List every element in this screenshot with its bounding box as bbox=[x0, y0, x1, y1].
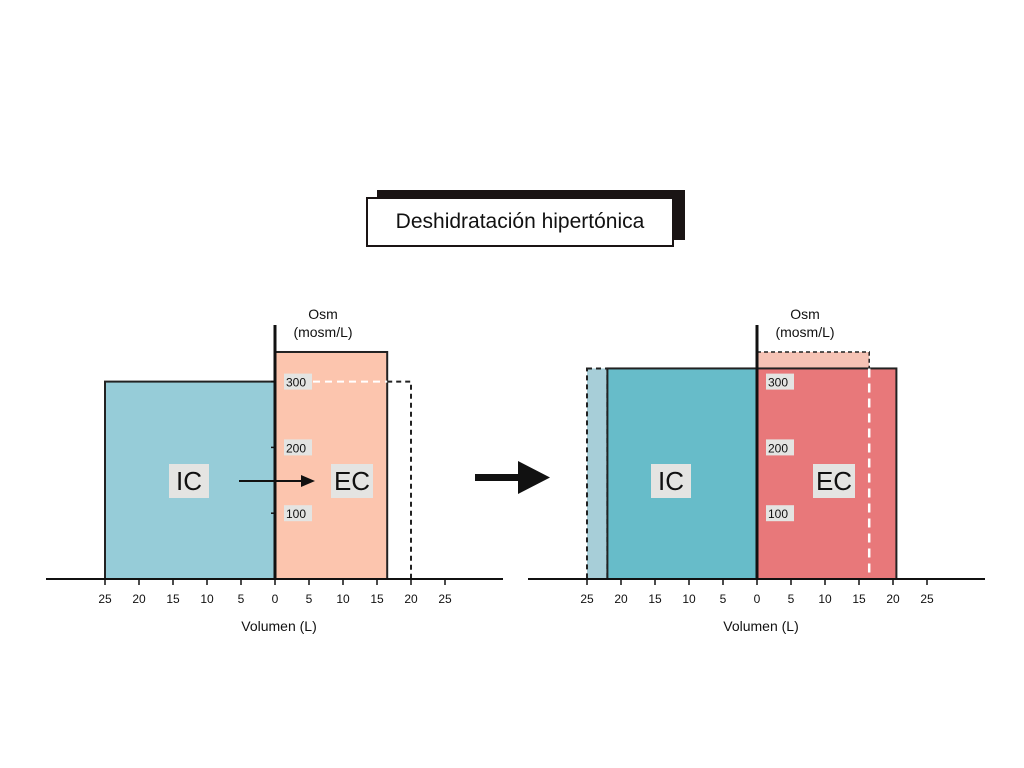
panel1-y-axis-unit: (mosm/L) bbox=[293, 324, 352, 340]
panel2-x-tick-label: 15 bbox=[852, 592, 866, 606]
panel1-x-tick-label: 10 bbox=[200, 592, 214, 606]
panel2-y-axis-label: Osm bbox=[790, 306, 820, 322]
panel2-y-tick-label-box bbox=[766, 505, 794, 522]
panel1-x-tick-label: 10 bbox=[336, 592, 350, 606]
panel1-x-axis-label: Volumen (L) bbox=[241, 618, 316, 634]
panel2-y-tick-label-box bbox=[766, 439, 794, 456]
panel1-x-tick-label: 15 bbox=[166, 592, 180, 606]
panel1-ic-label-box bbox=[169, 464, 209, 498]
panel1-x-tick-label: 15 bbox=[370, 592, 384, 606]
right-arrow-icon bbox=[518, 461, 550, 494]
panel2-ic-label-box bbox=[651, 464, 691, 498]
panel2-y-tick-label-box bbox=[766, 373, 794, 390]
panel2-x-tick-label: 5 bbox=[788, 592, 795, 606]
panel1-y-tick-label: 300 bbox=[286, 376, 306, 390]
panel1-ec-label-box bbox=[331, 464, 373, 498]
panel2-ec-label-box bbox=[813, 464, 855, 498]
panel2-y-tick-label: 300 bbox=[768, 376, 788, 390]
panel2-x-tick-label: 25 bbox=[920, 592, 934, 606]
panel1-y-tick-label-box bbox=[284, 505, 312, 522]
panel1-x-tick-label: 20 bbox=[404, 592, 418, 606]
panel2-x-tick-label: 5 bbox=[720, 592, 727, 606]
panel1-x-tick-label: 20 bbox=[132, 592, 146, 606]
panel1-x-tick-label: 0 bbox=[272, 592, 279, 606]
transition-arrow-shaft bbox=[475, 474, 523, 481]
panel1-shift-arrow-icon bbox=[301, 475, 315, 487]
panel1-x-tick-label: 5 bbox=[238, 592, 245, 606]
panel1-ec-label: EC bbox=[334, 466, 370, 496]
panel2-x-tick-label: 0 bbox=[754, 592, 761, 606]
panel2-x-tick-label: 10 bbox=[818, 592, 832, 606]
panel1-x-tick-label: 25 bbox=[438, 592, 452, 606]
panel2-y-tick-label: 200 bbox=[768, 441, 788, 455]
panel1-y-tick-label-box bbox=[284, 373, 312, 390]
panel2-y-tick-label: 100 bbox=[768, 507, 788, 521]
page-title: Deshidratación hipertónica bbox=[366, 197, 674, 247]
panel2-previous-ic-outline bbox=[586, 367, 609, 580]
panel1-y-tick-label: 200 bbox=[286, 441, 306, 455]
panel2-x-tick-label: 20 bbox=[886, 592, 900, 606]
panel1-y-tick-label: 100 bbox=[286, 507, 306, 521]
panel2-x-axis-label: Volumen (L) bbox=[723, 618, 798, 634]
panel2-ic-label: IC bbox=[658, 466, 684, 496]
panel2-x-tick-label: 15 bbox=[648, 592, 662, 606]
panel2-x-tick-label: 25 bbox=[580, 592, 594, 606]
panel1-ic-label: IC bbox=[176, 466, 202, 496]
panel2-ec-label: EC bbox=[816, 466, 852, 496]
panel1-y-tick-label-box bbox=[284, 439, 312, 456]
panel1-x-tick-label: 5 bbox=[306, 592, 313, 606]
panel2-x-tick-label: 10 bbox=[682, 592, 696, 606]
panel2-y-axis-unit: (mosm/L) bbox=[775, 324, 834, 340]
panel2-x-tick-label: 20 bbox=[614, 592, 628, 606]
panel1-reference-outline bbox=[387, 380, 412, 579]
panel1-x-tick-label: 25 bbox=[98, 592, 112, 606]
panel1-y-axis-label: Osm bbox=[308, 306, 338, 322]
panel2-previous-ec-outline bbox=[756, 351, 870, 370]
